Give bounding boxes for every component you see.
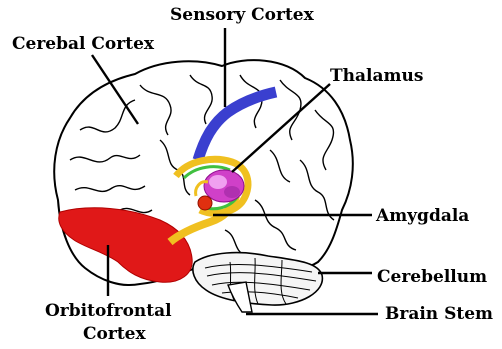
label-cerebal-cortex: Cerebal Cortex [12, 34, 154, 54]
amygdala-shape [198, 196, 212, 210]
label-orbitofrontal-line1: Orbitofrontal [45, 301, 172, 321]
label-sensory-cortex: Sensory Cortex [170, 5, 314, 25]
label-thalamus: Thalamus [330, 66, 423, 86]
label-orbitofrontal-line2: Cortex [83, 324, 146, 344]
label-amygdala: Amygdala [376, 206, 469, 226]
label-brain-stem: Brain Stem [385, 304, 493, 324]
label-cerebellum: Cerebellum [377, 267, 487, 287]
